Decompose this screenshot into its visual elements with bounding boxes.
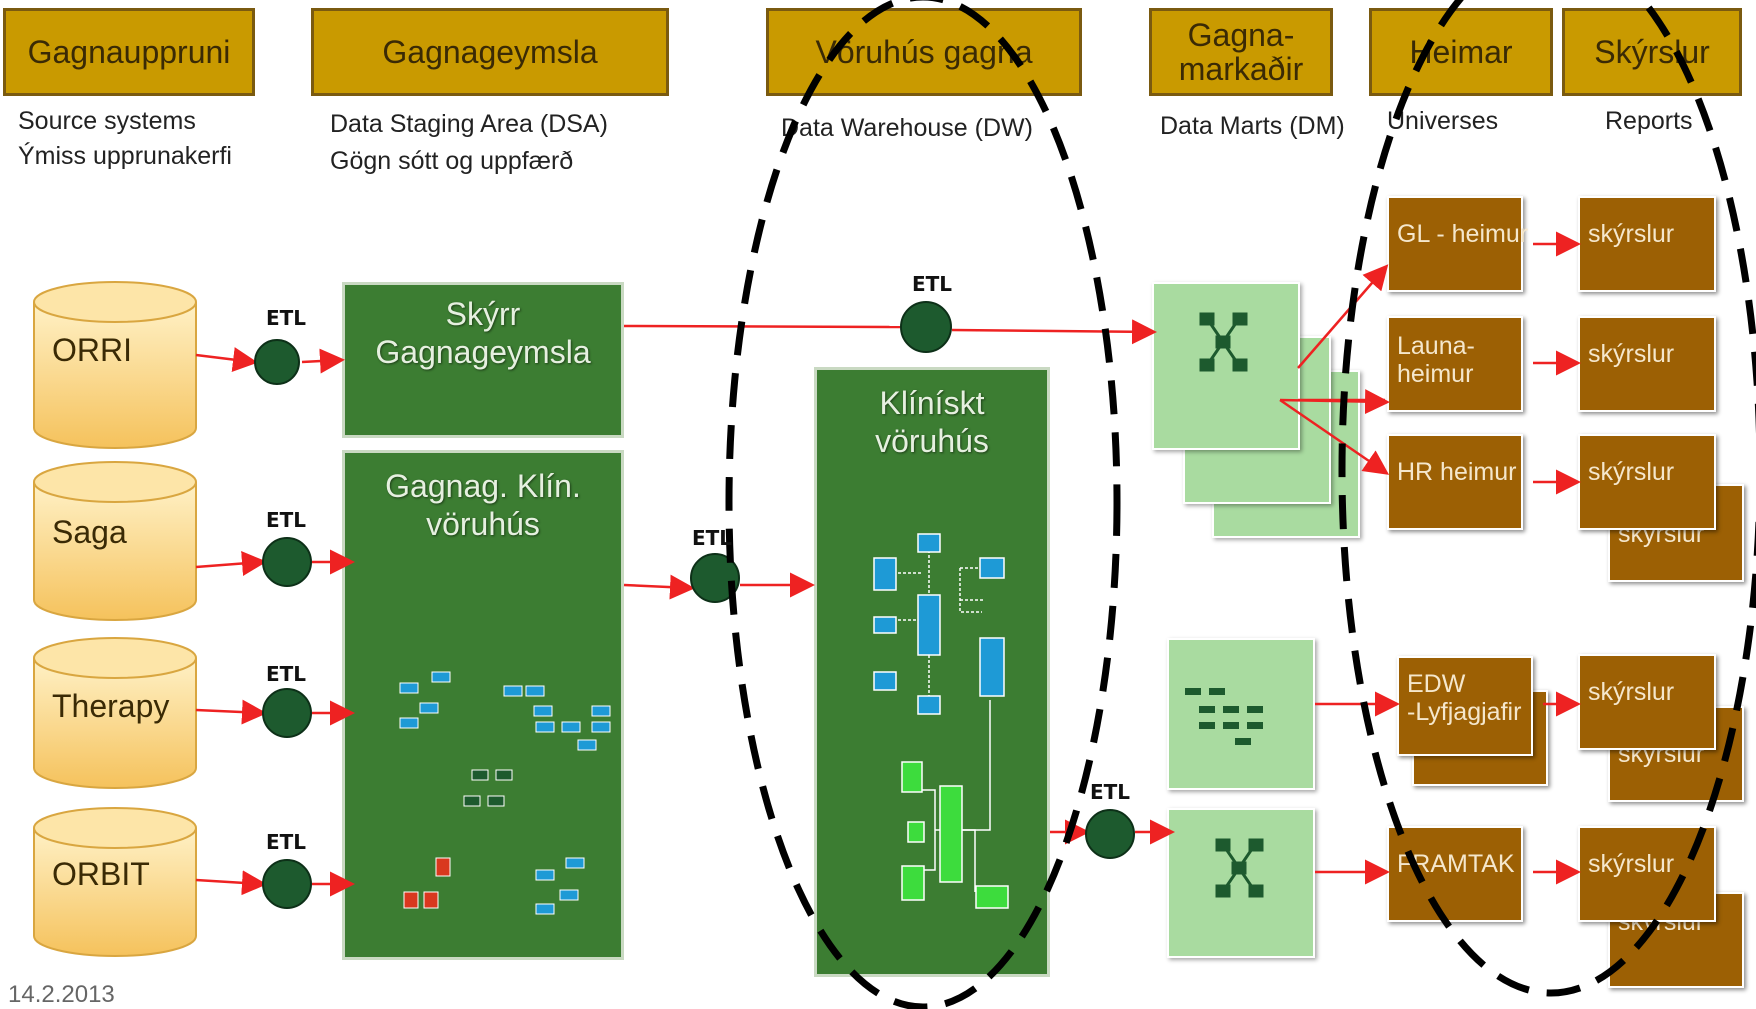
subtitle-source-1: Source systems <box>18 107 196 135</box>
header-marts: Gagna- markaðir <box>1149 8 1333 96</box>
report-gl: skýrslur <box>1578 196 1716 292</box>
dashed-ellipse-warehouse <box>725 0 1121 1009</box>
universe-hr-label: HR heimur <box>1397 458 1517 486</box>
star-schema-icon-bottom <box>1215 838 1264 898</box>
header-universes: Heimar <box>1369 8 1553 96</box>
subtitle-dsa-1: Data Staging Area (DSA) <box>330 110 608 138</box>
etl-circle-therapy <box>262 688 312 738</box>
header-source: Gagnauppruni <box>3 8 255 96</box>
etl-circle-warehouse <box>1085 809 1135 859</box>
subtitle-dw: Data Warehouse (DW) <box>781 114 1033 142</box>
etl-label-therapy: ETL <box>266 662 307 686</box>
source-label-therapy: Therapy <box>52 688 170 724</box>
clinical-warehouse-box: Klínískt vöruhús <box>814 367 1050 977</box>
staging-mini-schema-dark <box>463 769 513 807</box>
source-cylinder-therapy <box>33 637 197 789</box>
header-staging-label: Gagnageymsla <box>382 34 598 70</box>
star-schema-icon-top <box>1199 312 1248 372</box>
report-hr: skýrslur <box>1578 434 1716 530</box>
data-mart-bottom <box>1167 808 1315 958</box>
universe-launa: Launa- heimur <box>1387 316 1523 412</box>
source-label-orri: ORRI <box>52 332 132 368</box>
staging-mini-schema-blue-3 <box>535 857 585 915</box>
source-cylinder-orbit <box>33 807 197 957</box>
report-framtak-label: skýrslur <box>1588 850 1675 878</box>
etl-label-skyrr: ETL <box>912 272 953 296</box>
data-mart-middle <box>1167 638 1315 790</box>
etl-label-warehouse: ETL <box>1090 780 1131 804</box>
staging-mini-schema-red <box>403 857 451 909</box>
header-warehouse-label: Vöruhús gagna <box>815 34 1033 70</box>
subtitle-universes: Universes <box>1387 107 1499 135</box>
dashed-ellipse-universes <box>1338 0 1756 997</box>
header-reports: Skýrslur <box>1562 8 1742 96</box>
subtitle-source-2: Ýmiss upprunakerfi <box>18 142 232 170</box>
universe-gl: GL - heimur <box>1387 196 1528 292</box>
header-marts-label: Gagna- markaðir <box>1178 17 1304 87</box>
etl-label-saga: ETL <box>266 508 307 532</box>
universe-gl-label: GL - heimur <box>1397 220 1529 248</box>
report-edw: skýrslur <box>1578 654 1716 750</box>
header-staging: Gagnageymsla <box>311 8 669 96</box>
report-gl-label: skýrslur <box>1588 220 1675 248</box>
etl-circle-orbit <box>262 859 312 909</box>
etl-label-orbit: ETL <box>266 830 307 854</box>
report-framtak: skýrslur <box>1578 826 1716 922</box>
staging-mini-schema-blue-1 <box>399 671 451 729</box>
report-launa-label: skýrslur <box>1588 340 1675 368</box>
universe-hr: HR heimur <box>1387 434 1523 530</box>
footer-date: 14.2.2013 <box>8 981 115 1008</box>
universe-framtak: FRAMTAK <box>1387 826 1523 922</box>
subtitle-dm: Data Marts (DM) <box>1160 112 1345 140</box>
etl-circle-orri <box>254 339 300 385</box>
subtitle-dsa-2: Gögn sótt og uppfærð <box>330 147 574 175</box>
universe-edw-label: EDW -Lyfjagjafir <box>1407 670 1522 726</box>
data-mart-top <box>1152 282 1300 450</box>
staging-mini-schema-blue-2 <box>503 685 611 751</box>
flow-arrows <box>195 231 1581 897</box>
clinical-staging-box: Gagnag. Klín. vöruhús <box>342 450 624 960</box>
header-reports-label: Skýrslur <box>1594 34 1710 70</box>
source-cylinder-orri <box>33 281 197 449</box>
etl-circle-staging <box>690 553 740 603</box>
universe-launa-label: Launa- heimur <box>1397 332 1475 388</box>
etl-label-orri: ETL <box>266 306 307 330</box>
source-label-orbit: ORBIT <box>52 856 150 892</box>
header-source-label: Gagnauppruni <box>27 34 231 70</box>
snowflake-icon-middle <box>1185 688 1263 745</box>
clinical-staging-label: Gagnag. Klín. vöruhús <box>385 468 581 542</box>
source-cylinder-saga <box>33 461 197 621</box>
skyrr-staging-box: Skýrr Gagnageymsla <box>342 282 624 438</box>
etl-label-staging: ETL <box>692 526 733 550</box>
report-edw-label: skýrslur <box>1588 678 1675 706</box>
warehouse-schema-blue <box>873 533 1005 831</box>
etl-circles <box>254 301 1135 909</box>
etl-circle-saga <box>262 537 312 587</box>
skyrr-staging-label: Skýrr Gagnageymsla <box>375 296 591 370</box>
report-hr-label: skýrslur <box>1588 458 1675 486</box>
subtitle-reports: Reports <box>1605 107 1693 135</box>
source-label-saga: Saga <box>52 514 127 550</box>
clinical-warehouse-label: Klínískt vöruhús <box>875 385 989 459</box>
warehouse-schema-green <box>901 761 1009 909</box>
etl-circle-skyrr <box>900 301 952 353</box>
report-launa: skýrslur <box>1578 316 1716 412</box>
